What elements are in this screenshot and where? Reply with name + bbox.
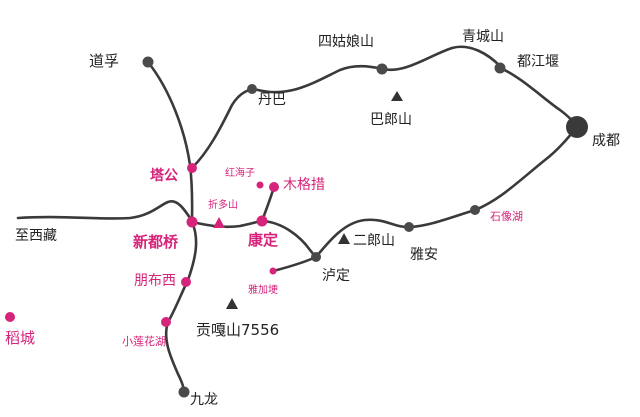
label-chengdu: 成都 [592, 133, 620, 149]
town-dot-honghaizi[interactable] [256, 181, 264, 189]
label-balang: 巴郎山 [370, 112, 412, 128]
label-erlang: 二郎山 [353, 233, 395, 249]
mountain-icon-erlang [338, 233, 350, 244]
label-qingcheng: 青城山 [462, 29, 504, 45]
town-dot-chengdu[interactable] [566, 116, 588, 138]
town-dot-pengbuxi[interactable] [181, 277, 191, 287]
label-danba: 丹巴 [258, 92, 286, 108]
label-mugecuo: 木格措 [283, 177, 325, 193]
label-daocheng: 稻城 [5, 329, 35, 347]
road-tagong-danba-siguniang-dujiangyan [190, 45, 502, 170]
town-dot-siguniang[interactable] [376, 63, 388, 75]
label-dujiangyan: 都江堰 [517, 54, 559, 70]
town-dot-mugecuo[interactable] [269, 182, 279, 192]
town-markers [5, 56, 588, 398]
mountain-icon-gongga [226, 298, 238, 309]
label-gongga: 贡嘎山7556 [196, 321, 279, 339]
label-daofu: 道孚 [89, 52, 119, 70]
label-luding: 泸定 [322, 268, 350, 284]
town-dot-xinduqiao[interactable] [186, 216, 198, 228]
road-dujiangyan-chengdu [498, 66, 579, 129]
road-xizang-xinduqiao [16, 200, 194, 223]
road-luding-chengdu [314, 125, 579, 259]
mountain-markers [213, 91, 403, 309]
town-dot-daofu[interactable] [142, 56, 154, 68]
label-pengbuxi: 朋布西 [134, 273, 176, 289]
town-dot-tagong[interactable] [187, 163, 197, 173]
mountain-icon-zheduo [213, 217, 225, 228]
town-dot-daocheng[interactable] [5, 312, 15, 322]
town-dot-yaan[interactable] [404, 222, 414, 232]
label-jiulong: 九龙 [190, 392, 218, 408]
place-labels: 道孚 四姑娘山 青城山 都江堰 丹巴 巴郎山 成都 塔公 红海子 木格措 折多山… [5, 29, 620, 408]
label-tagong: 塔公 [150, 167, 178, 184]
town-dot-kangding[interactable] [256, 215, 268, 227]
label-honghaizi: 红海子 [225, 166, 255, 179]
label-siguniang: 四姑娘山 [318, 34, 374, 50]
town-dot-shixiang[interactable] [470, 205, 480, 215]
label-yaan: 雅安 [410, 247, 438, 263]
road-luding-yajiageng [275, 255, 318, 272]
town-dot-jiulong[interactable] [178, 386, 190, 398]
mountain-icon-balang [391, 91, 403, 101]
label-zheduo: 折多山 [208, 198, 238, 211]
town-dot-dujiangyan[interactable] [494, 62, 506, 74]
town-dot-xiaolianhua[interactable] [161, 317, 171, 327]
label-xiaolianhua: 小莲花湖 [122, 335, 166, 348]
town-dot-luding[interactable] [311, 252, 321, 262]
label-xizang: 至西藏 [15, 228, 57, 244]
label-shixiang: 石像湖 [490, 210, 523, 223]
label-xinduqiao: 新都桥 [133, 233, 179, 251]
label-yajiageng: 雅加埂 [248, 283, 278, 296]
road-daofu-xinduqiao [146, 60, 194, 224]
road-xinduqiao-kangding [190, 219, 264, 229]
town-dot-danba[interactable] [247, 84, 257, 94]
town-dot-yajiageng[interactable] [269, 267, 277, 275]
label-kangding: 康定 [248, 231, 278, 249]
